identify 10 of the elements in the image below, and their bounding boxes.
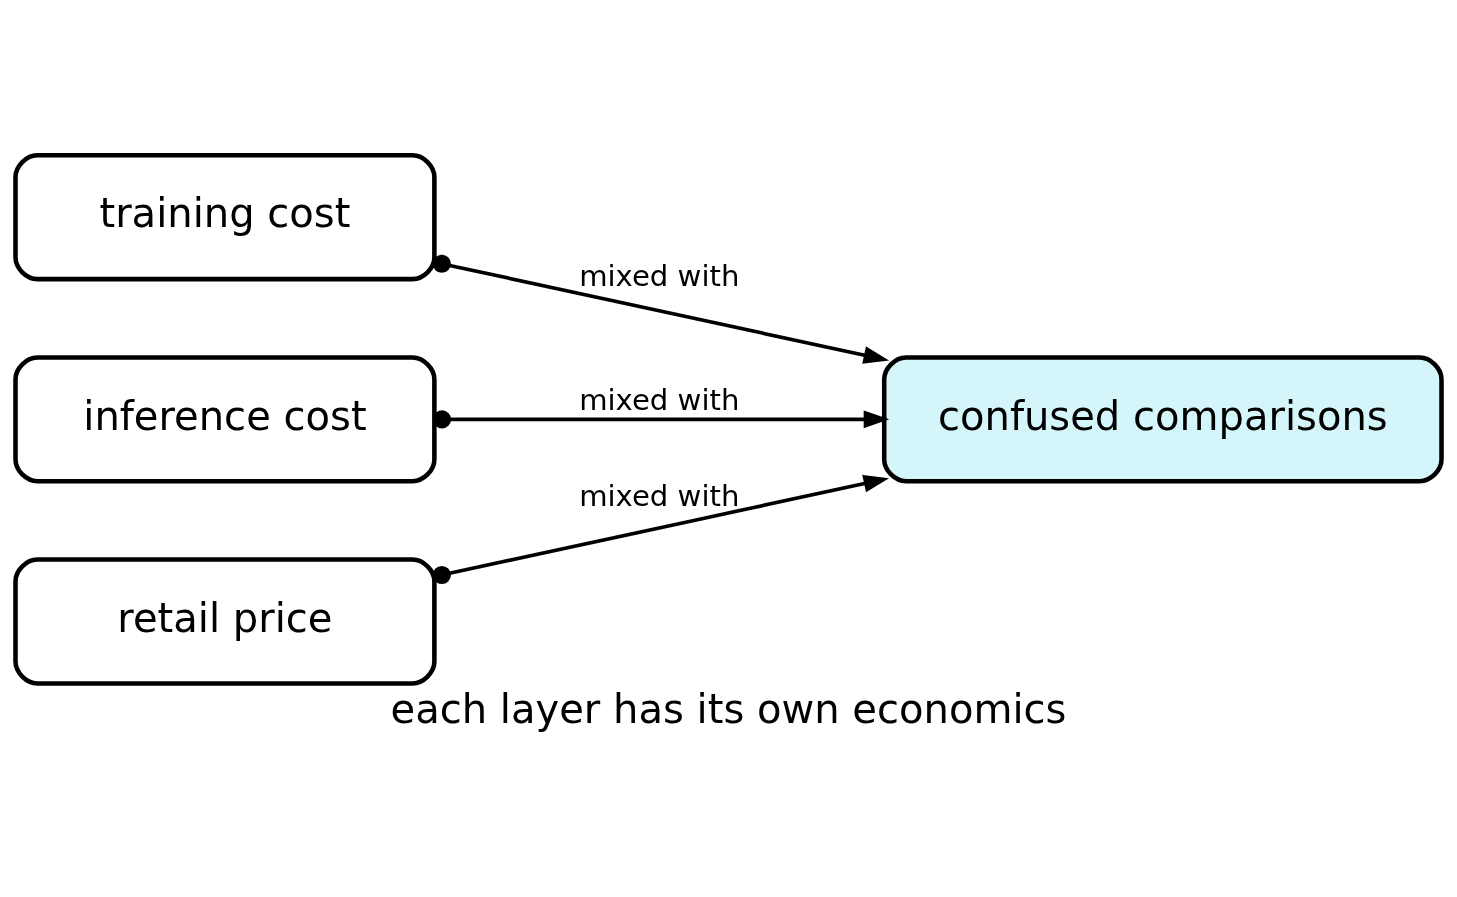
node-box: training cost bbox=[13, 153, 437, 282]
edge-label: mixed with bbox=[579, 479, 740, 514]
arrow bbox=[432, 254, 890, 364]
node-box: confused comparisons bbox=[881, 355, 1444, 484]
node-box: retail price bbox=[13, 557, 437, 686]
edge-label: mixed with bbox=[579, 259, 740, 294]
node-box: inference cost bbox=[13, 355, 437, 484]
arrow bbox=[432, 474, 890, 585]
caption: each layer has its own economics bbox=[390, 685, 1067, 732]
edge-label: mixed with bbox=[579, 382, 740, 417]
